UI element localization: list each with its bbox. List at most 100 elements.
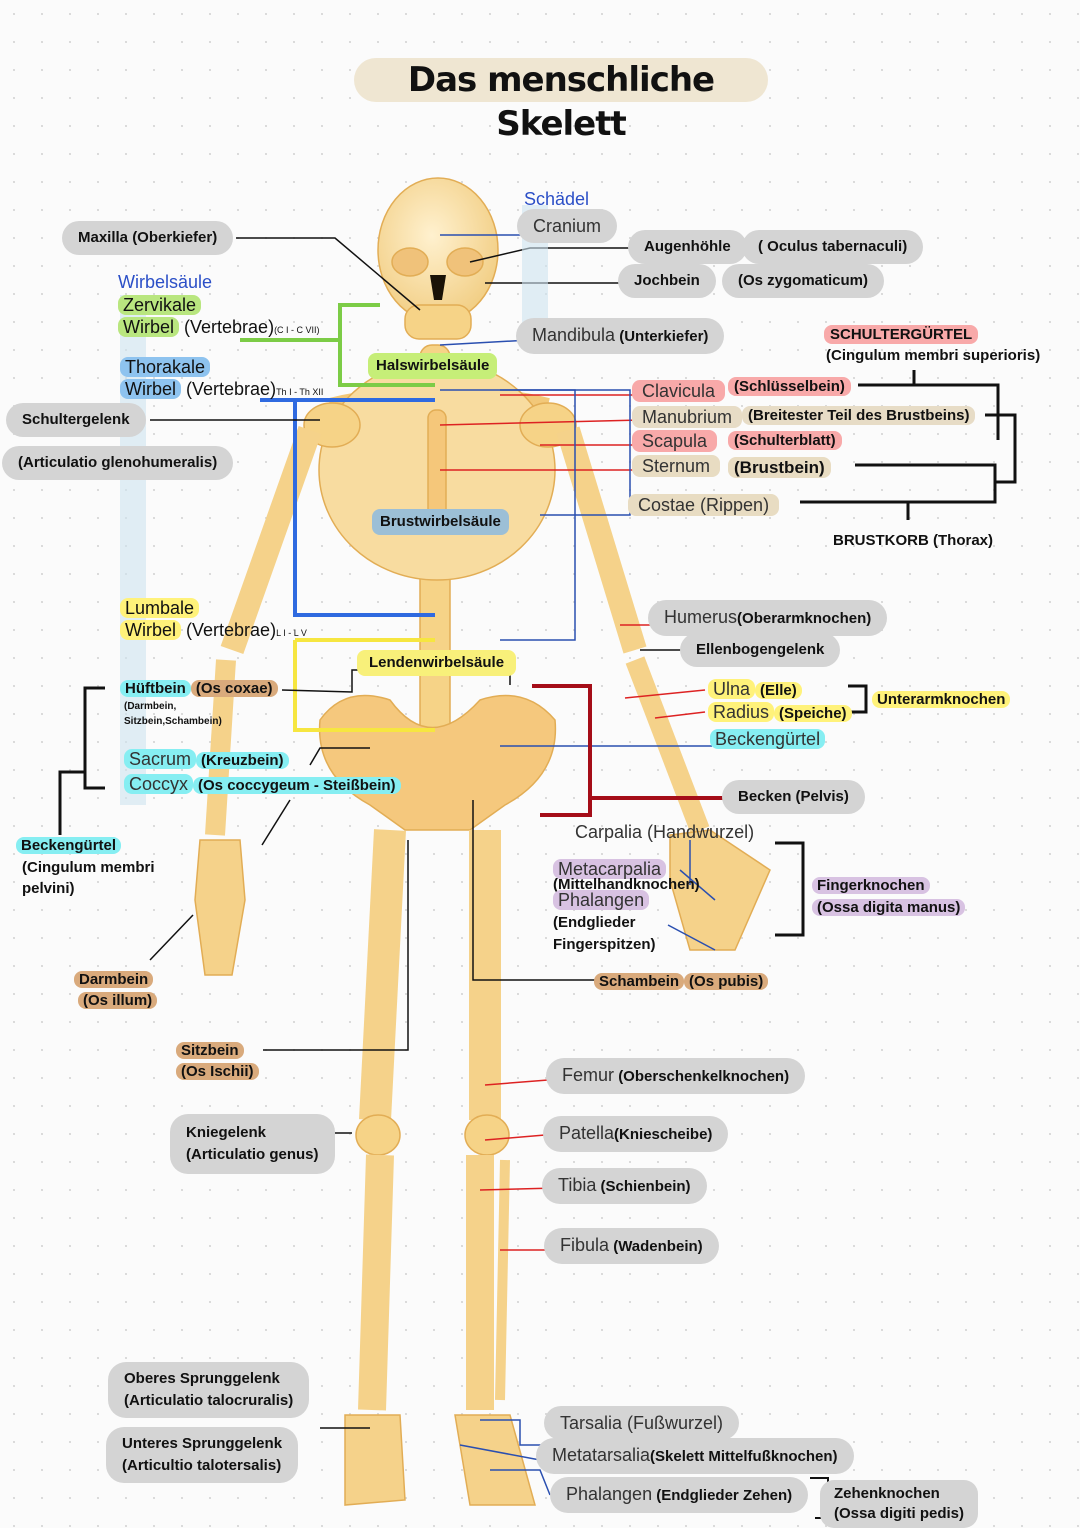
articulatio-genus-word: (Articulatio genus) — [186, 1146, 319, 1163]
sub-th: Th I - Th XII — [276, 387, 324, 397]
costae-word: Costae (Rippen) — [628, 494, 780, 516]
unterarmknochen-word: Unterarmknochen — [872, 691, 1011, 708]
brustbein-word: (Brustbein) — [728, 457, 831, 478]
jaw — [404, 304, 472, 340]
tibia-german: (Schienbein) — [600, 1178, 691, 1195]
tibia-name: Tibia — [558, 1175, 597, 1195]
scapula-word: Scapula — [632, 430, 718, 452]
phalangen-hand-word: Phalangen — [553, 890, 650, 910]
talocruralis-word: (Articulatio talocruralis) — [124, 1392, 294, 1409]
mandibula-name: Mandibula — [532, 325, 616, 345]
hueftbein-sub2: Sitzbein,Schambein) — [124, 716, 222, 727]
label-scapula: Scapula — [632, 430, 718, 452]
os-illum-word: (Os illum) — [78, 992, 158, 1009]
darmbein-word: Darmbein — [74, 971, 154, 988]
label-darmbein: Darmbein — [74, 969, 154, 991]
humerus-right — [556, 426, 647, 654]
thorakale-vertebrae: (Vertebrae) — [181, 379, 277, 399]
label-humerus: Humerus(Oberarmknochen) — [648, 600, 888, 636]
label-beckenguertel-left: Beckengürtel — [16, 835, 122, 857]
label-beckenguertel-right: Beckengürtel — [710, 728, 826, 750]
ossa-digita-manus-word: (Ossa digita manus) — [812, 899, 966, 916]
schambein-word: Schambein — [594, 973, 685, 990]
metatarsalia-name: Metatarsalia — [552, 1445, 651, 1465]
beckenguertel-left-word: Beckengürtel — [16, 837, 122, 854]
label-femur: Femur (Oberschenkelknochen) — [546, 1058, 806, 1094]
right-eye-socket — [446, 247, 484, 277]
label-zehenknochen: Zehenknochen (Ossa digiti pedis) — [820, 1480, 979, 1528]
fibula-right — [495, 1159, 510, 1401]
label-endglieder: (Endglieder — [553, 914, 636, 931]
beckenguertel-right-word: Beckengürtel — [710, 729, 826, 749]
label-costae: Costae (Rippen) — [628, 494, 780, 516]
unteres-word: Unteres Sprunggelenk — [122, 1435, 283, 1452]
label-cranium: Cranium — [517, 209, 618, 243]
label-zervikale-wirbel: Wirbel (Vertebrae)(C I - C VII) — [118, 316, 320, 341]
label-schultergelenk: Schultergelenk — [6, 403, 146, 437]
thorakale-word: Thorakale — [120, 357, 211, 377]
label-sternum: Sternum — [632, 455, 721, 477]
zervikale-wirbel-word: Wirbel — [118, 317, 180, 337]
phalangen-fuss-name: Phalangen — [566, 1484, 653, 1504]
hueftbein-word: Hüftbein — [120, 680, 191, 697]
label-cingulum-1: (Cingulum membri — [22, 859, 155, 876]
ossa-digiti-pedis-word: (Ossa digiti pedis) — [834, 1505, 965, 1522]
label-schambein: Schambein(Os pubis) — [594, 971, 769, 993]
label-patella: Patella(Kniescheibe) — [543, 1116, 729, 1152]
schluesselbein-word: (Schlüsselbein) — [728, 377, 851, 396]
label-tarsalia: Tarsalia (Fußwurzel) — [544, 1406, 740, 1440]
label-os-illum: (Os illum) — [78, 990, 158, 1012]
nasal-cavity — [430, 275, 446, 300]
left-eye-socket — [391, 247, 429, 277]
tibia-left — [358, 1154, 394, 1411]
patella-german: (Kniescheibe) — [614, 1126, 713, 1143]
manubrium-word: Manubrium — [632, 406, 743, 428]
kreuzbein-word: (Kreuzbein) — [196, 752, 289, 769]
foot-right — [454, 1414, 536, 1506]
label-ulna: Ulna(Elle) — [708, 678, 802, 702]
label-sitzbein: Sitzbein — [176, 1040, 244, 1062]
label-fingerknochen: Fingerknochen — [812, 875, 930, 897]
label-ellenbogengelenk: Ellenbogengelenk — [680, 633, 841, 667]
zehenknochen-word: Zehenknochen — [834, 1485, 940, 1502]
metacarpalia-word: Metacarpalia — [553, 859, 667, 879]
os-coccygeum-word: (Os coccygeum - Steißbein) — [193, 777, 401, 794]
breitester-word: (Breitester Teil des Brustbeins) — [742, 406, 976, 425]
patella-name: Patella — [559, 1123, 615, 1143]
phalangen-fuss-german: (Endglieder Zehen) — [656, 1487, 793, 1504]
humerus-german: (Oberarmknochen) — [737, 610, 872, 627]
metatarsalia-german: (Skelett Mittelfußknochen) — [650, 1448, 838, 1465]
talotersalis-word: (Articultio talotersalis) — [122, 1457, 282, 1474]
label-fingerspitzen: Fingerspitzen) — [553, 936, 656, 953]
zervikale-vertebrae: (Vertebrae) — [179, 317, 275, 337]
os-coxae-word: (Os coxae) — [190, 680, 278, 697]
schulterguertel-latin: (Cingulum membri superioris) — [826, 347, 1041, 364]
label-oberes-sprunggelenk: Oberes Sprunggelenk (Articulatio talocru… — [108, 1362, 310, 1418]
label-coccyx: Coccyx(Os coccygeum - Steißbein) — [124, 773, 401, 797]
sternum-word: Sternum — [632, 455, 721, 477]
wirbelsaeule-heading: Wirbelsäule — [118, 272, 213, 292]
label-clavicula: Clavicula — [632, 380, 726, 402]
label-mittelhandknochen: (Mittelhandknochen) — [553, 876, 700, 893]
schulterguertel-heading: SCHULTERGÜRTEL — [824, 324, 979, 346]
label-thorakale: Thorakale — [120, 356, 211, 378]
sub-l: L I - L V — [276, 628, 307, 638]
thorakale-wirbel-word: Wirbel — [120, 379, 182, 399]
label-brustbein: (Brustbein) — [728, 457, 831, 479]
label-kniegelenk: Kniegelenk (Articulatio genus) — [170, 1114, 335, 1174]
forearm-right — [625, 656, 710, 834]
speiche-word: (Speiche) — [774, 705, 852, 722]
label-os-zygomaticum: (Os zygomaticum) — [722, 264, 885, 298]
label-os-ischii: (Os Ischii) — [176, 1061, 259, 1083]
label-phalangen-hand: Phalangen — [553, 889, 650, 911]
schulterguertel-word: SCHULTERGÜRTEL — [824, 325, 979, 344]
femur-german: (Oberschenkelknochen) — [618, 1068, 790, 1085]
lumbale-vertebrae: (Vertebrae) — [181, 620, 277, 640]
label-tibia: Tibia (Schienbein) — [542, 1168, 707, 1204]
label-carpalia: Carpalia (Handwurzel) — [575, 822, 755, 842]
oberes-word: Oberes Sprunggelenk — [124, 1370, 280, 1387]
label-breitester-teil: (Breitester Teil des Brustbeins) — [742, 405, 976, 427]
schulterblatt-word: (Schulterblatt) — [728, 431, 842, 450]
mandibula-german: (Unterkiefer) — [619, 328, 709, 345]
clavicula-word: Clavicula — [632, 380, 726, 402]
